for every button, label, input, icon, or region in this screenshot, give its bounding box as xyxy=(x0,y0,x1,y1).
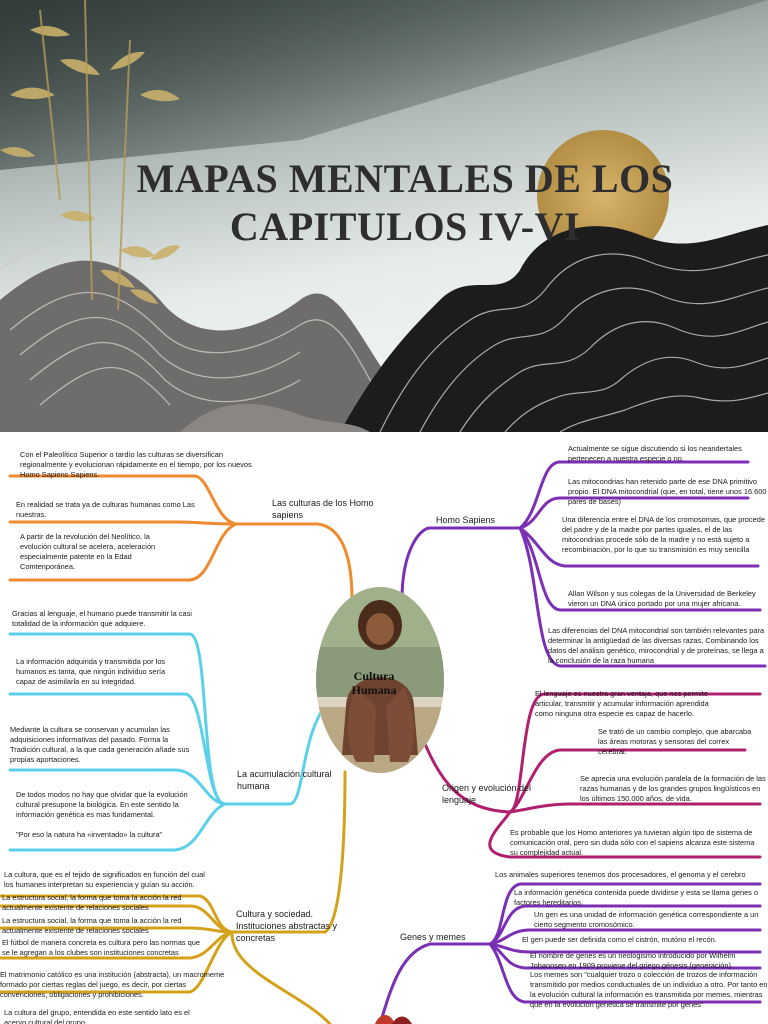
homo-sapiens-item: Las mitocondrias han retenido parte de e… xyxy=(568,477,767,506)
branch-label-sociedad: Cultura y sociedad. Instituciones abstra… xyxy=(236,909,338,943)
cover-title-line-1: MAPAS MENTALES DE LOS xyxy=(136,156,674,201)
branch-label-lenguaje: Origen y evolución del lenguaje xyxy=(442,783,532,805)
genes-item: Los memes son "cualquier trozo o colecci… xyxy=(530,970,768,1009)
cover-title-line-2: CAPITULOS IV-VI xyxy=(229,204,581,249)
connectors-sociedad xyxy=(0,770,347,1024)
homo-sapiens-item: Actualmente se sigue discutiendo si los … xyxy=(568,444,742,463)
bamboo-leaves-illustration xyxy=(0,26,180,304)
sociedad-item: La cultura del grupo, entendida en este … xyxy=(4,1008,190,1024)
branch-label-genes: Genes y memes xyxy=(400,932,466,942)
sociedad-item: El fútbol de manera concreta es cultura … xyxy=(2,938,201,957)
connectors-genes xyxy=(378,882,762,1024)
connectors-homo-sapiens xyxy=(400,460,767,668)
acumulacion-item: De todos modos no hay que olvidar que la… xyxy=(16,790,188,819)
branch-label-culturas: Las culturas de los Homo sapiens xyxy=(272,498,374,520)
branch-label-homo-sapiens: Homo Sapiens xyxy=(436,515,496,525)
culturas-item: A partir de la revolución del Neolítico,… xyxy=(20,532,156,571)
homo-sapiens-item: Allan Wilson y sus colegas de la Univers… xyxy=(568,589,756,608)
connectors-lenguaje xyxy=(418,692,762,859)
genes-item: Los animales superiores tenemos dos proc… xyxy=(495,870,746,879)
sociedad-item: La estructura social, la forma que toma … xyxy=(2,893,182,912)
mind-map: Cultura Humana Las culturas de los Homo … xyxy=(0,432,768,1024)
acumulacion-item: La información adquirida y transmitida p… xyxy=(16,657,166,686)
center-label: Cultura Humana xyxy=(351,669,397,697)
sun-shape xyxy=(537,130,669,262)
cover-title: MAPAS MENTALES DE LOS CAPITULOS IV-VI xyxy=(80,155,730,251)
lenguaje-item: Es probable que los Homo anteriores ya t… xyxy=(510,828,755,857)
homo-sapiens-item: Una diferencia entre el DNA de los cromo… xyxy=(562,515,765,554)
branch-label-acumulacion: La acumulación cultural humana xyxy=(237,769,332,791)
connectors-culturas xyxy=(8,474,354,602)
cover-banner: MAPAS MENTALES DE LOS CAPITULOS IV-VI xyxy=(0,0,768,432)
genes-item: Un gen es una unidad de información gené… xyxy=(534,910,759,929)
acumulacion-item: Mediante la cultura se conservan y acumu… xyxy=(10,725,190,764)
connectors-acumulacion xyxy=(8,632,332,852)
genes-item: El nombre de genes es un neologismo intr… xyxy=(530,951,736,970)
flower-decoration-icon xyxy=(375,1015,412,1024)
center-node xyxy=(316,587,444,773)
culturas-item: Con el Paleolítico Superior o tardío las… xyxy=(20,450,252,479)
lenguaje-item: Se aprecia una evolución paralela de la … xyxy=(580,774,766,803)
cover-landscape-illustration xyxy=(0,0,768,432)
genes-item: La información genética contenida puede … xyxy=(514,888,759,907)
lenguaje-item: Se trató de un cambio complejo, que abar… xyxy=(598,727,752,756)
lenguaje-item: El lenguaje es nuestra gran ventaja, que… xyxy=(535,689,709,718)
sociedad-item: El matrimonio católico es una institució… xyxy=(0,970,225,999)
genes-item: El gen puede ser definida como el cistró… xyxy=(522,935,717,944)
mountain-grey xyxy=(0,260,420,432)
homo-sapiens-item: Las diferencias del DNA mitocondrial son… xyxy=(548,626,765,665)
sociedad-item: La estructura social, la forma que toma … xyxy=(2,916,182,935)
sociedad-item: La cultura, que es el tejido de signific… xyxy=(4,870,205,889)
mountain-black xyxy=(340,225,768,432)
culturas-item: En realidad se trata ya de culturas huma… xyxy=(16,500,195,519)
acumulacion-item: Gracias al lenguaje, el humano puede tra… xyxy=(12,609,192,628)
caveman-illustration xyxy=(316,587,444,773)
acumulacion-item: "Por eso la natura ha «inventado» la cul… xyxy=(16,830,163,839)
mind-map-connectors xyxy=(0,460,767,1024)
